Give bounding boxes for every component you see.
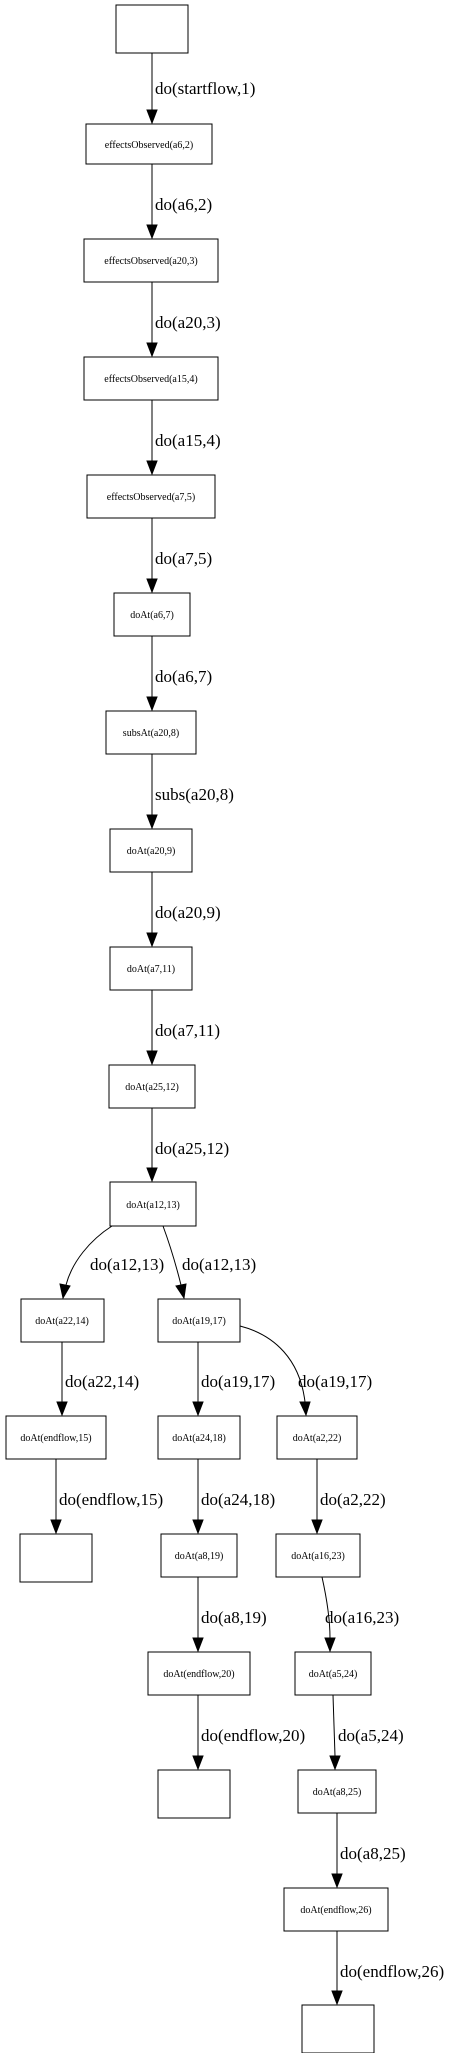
- node: doAt(a24,18): [157, 1415, 241, 1460]
- edge-label: do(a15,4): [155, 431, 221, 450]
- node-label: doAt(a7,11): [127, 964, 175, 975]
- edge: do(endflow,20): [192, 1695, 305, 1771]
- node: doAt(a19,17): [157, 1298, 241, 1343]
- edge-label: subs(a20,8): [155, 785, 234, 804]
- node-label: doAt(a6,7): [130, 610, 174, 621]
- node-label: doAt(a22,14): [35, 1316, 89, 1327]
- edge: do(endflow,26): [331, 1931, 444, 2006]
- edge-label: do(endflow,15): [59, 1490, 163, 1509]
- edge: do(a7,5): [146, 518, 212, 594]
- edge-label: do(a16,23): [325, 1608, 399, 1627]
- edge: do(a8,19): [192, 1577, 267, 1653]
- edge: do(a22,14): [56, 1342, 139, 1417]
- edge-label: do(a12,13): [182, 1255, 256, 1274]
- edge: do(a12,13): [59, 1225, 164, 1300]
- node-label: effectsObserved(a6,2): [105, 140, 193, 151]
- node-label: doAt(a25,12): [125, 1082, 179, 1093]
- edge-label: do(startflow,1): [155, 79, 255, 98]
- node: doAt(a25,12): [108, 1064, 196, 1109]
- node-end: [19, 1533, 93, 1583]
- edge-label: do(a6,2): [155, 195, 212, 214]
- edge-label: do(a7,11): [155, 1021, 220, 1040]
- node-label: doAt(a8,25): [313, 1787, 362, 1798]
- edge: do(a25,12): [146, 1108, 229, 1183]
- edge: do(a15,4): [146, 400, 221, 476]
- node-label: doAt(a24,18): [172, 1433, 226, 1444]
- node-end: [301, 2004, 375, 2053]
- node-label: effectsObserved(a20,3): [104, 256, 197, 267]
- node: doAt(endflow,26): [283, 1887, 389, 1932]
- edge: do(a12,13): [162, 1225, 256, 1300]
- node: doAt(a8,25): [297, 1769, 377, 1814]
- edge: do(a8,25): [331, 1813, 406, 1889]
- node-label: doAt(a16,23): [291, 1551, 345, 1562]
- edge-label: do(a8,25): [340, 1844, 406, 1863]
- node: doAt(a20,9): [109, 828, 193, 873]
- edge-label: do(a8,19): [201, 1608, 267, 1627]
- node: effectsObserved(a7,5): [86, 474, 216, 519]
- edge: do(a19,17): [192, 1342, 275, 1417]
- edge-label: do(a6,7): [155, 667, 212, 686]
- edge: do(a24,18): [192, 1459, 275, 1535]
- node: doAt(a22,14): [20, 1298, 105, 1343]
- edge: do(endflow,15): [50, 1459, 163, 1535]
- edge-label: do(a25,12): [155, 1139, 229, 1158]
- node: doAt(a16,23): [275, 1533, 361, 1578]
- node-label: subsAt(a20,8): [123, 728, 179, 739]
- node-label: effectsObserved(a7,5): [107, 492, 195, 503]
- edge: do(a19,17): [239, 1325, 372, 1417]
- edge-label: do(a24,18): [201, 1490, 275, 1509]
- node-label: doAt(a20,9): [127, 846, 176, 857]
- edge-label: do(a7,5): [155, 549, 212, 568]
- edge-label: do(a5,24): [338, 1726, 404, 1745]
- node: doAt(a5,24): [294, 1651, 372, 1696]
- node: doAt(endflow,20): [147, 1651, 251, 1696]
- edge-label: do(a22,14): [65, 1372, 139, 1391]
- edge-label: do(a19,17): [298, 1372, 372, 1391]
- node-label: doAt(a19,17): [172, 1316, 226, 1327]
- edge: do(a20,3): [146, 282, 221, 358]
- node: effectsObserved(a15,4): [83, 356, 219, 401]
- edge: do(a6,7): [146, 636, 212, 712]
- edge-label: do(a20,9): [155, 903, 221, 922]
- edge-label: do(a12,13): [90, 1255, 164, 1274]
- edge: do(a2,22): [311, 1459, 386, 1535]
- node: doAt(a7,11): [109, 946, 193, 991]
- node: effectsObserved(a20,3): [83, 238, 219, 283]
- edge-label: do(a2,22): [320, 1490, 386, 1509]
- edge: do(a20,9): [146, 872, 221, 948]
- node-label: doAt(a5,24): [309, 1669, 358, 1680]
- node-label: doAt(endflow,15): [20, 1433, 91, 1444]
- edge-startflow: do(startflow,1): [146, 53, 255, 125]
- node: doAt(a12,13): [109, 1181, 197, 1227]
- node-label: effectsObserved(a15,4): [104, 374, 197, 385]
- node-label: doAt(a8,19): [175, 1551, 224, 1562]
- edge-label: do(endflow,20): [201, 1726, 305, 1745]
- node: doAt(a8,19): [160, 1533, 238, 1578]
- node: doAt(a2,22): [276, 1415, 358, 1460]
- edge: do(a6,2): [146, 164, 212, 240]
- node-label: doAt(a2,22): [293, 1433, 342, 1444]
- node-end: [157, 1769, 231, 1819]
- edge-label: do(endflow,26): [340, 1962, 444, 1981]
- node-label: doAt(a12,13): [126, 1200, 180, 1211]
- node-label: doAt(endflow,20): [163, 1669, 234, 1680]
- node: doAt(endflow,15): [5, 1415, 107, 1460]
- node: doAt(a6,7): [113, 592, 191, 637]
- edge: do(a7,11): [146, 990, 220, 1066]
- edge-label: do(a20,3): [155, 313, 221, 332]
- edge: subs(a20,8): [146, 754, 234, 830]
- edge-label: do(a19,17): [201, 1372, 275, 1391]
- node: effectsObserved(a6,2): [85, 123, 213, 165]
- edge: do(a5,24): [329, 1694, 404, 1771]
- node-label: doAt(endflow,26): [300, 1905, 371, 1916]
- node-start: [115, 4, 189, 54]
- edge: do(a16,23): [321, 1576, 399, 1653]
- node: subsAt(a20,8): [105, 710, 197, 755]
